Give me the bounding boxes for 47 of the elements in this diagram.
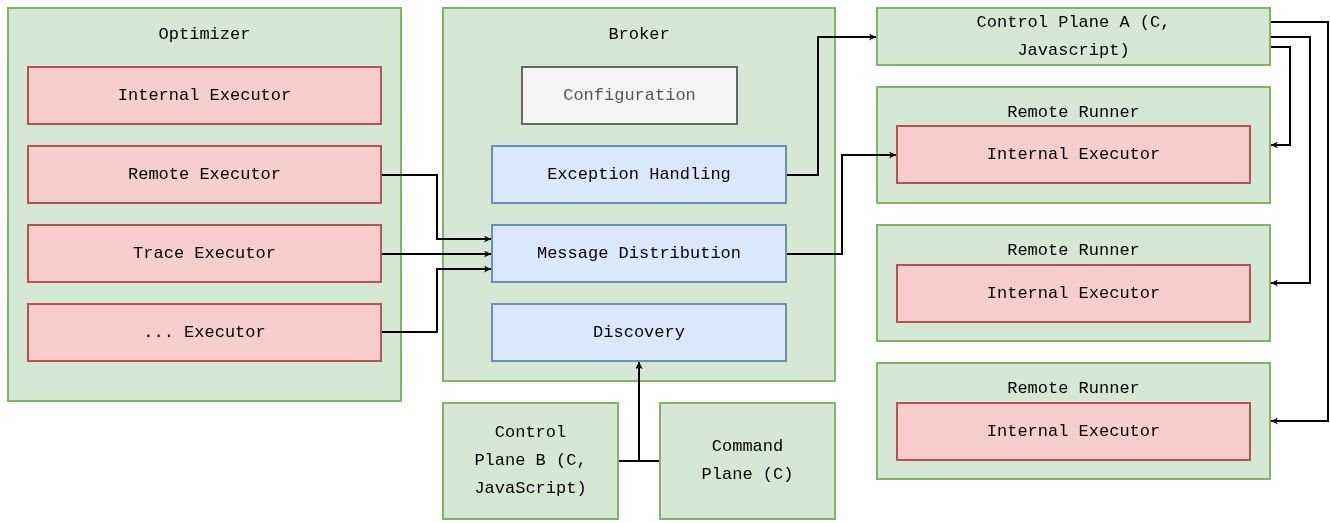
arrow xyxy=(635,361,660,462)
box-label: Message Distribution xyxy=(536,242,741,265)
process-box xyxy=(659,402,836,520)
container-box xyxy=(442,7,836,382)
arrow xyxy=(381,174,492,243)
group-title: Remote Runner xyxy=(1007,240,1140,262)
executor-box xyxy=(896,402,1251,461)
box-label: ... Executor xyxy=(143,321,266,344)
box-label: Internal Executor xyxy=(986,143,1161,166)
arrow xyxy=(786,151,897,255)
box-label: Discovery xyxy=(593,321,685,344)
module-box xyxy=(491,145,787,204)
group-title: Remote Runner xyxy=(1007,378,1140,400)
box-label: Exception Handling xyxy=(547,163,731,186)
box-label: Command Plane (C) xyxy=(700,436,795,486)
arrow xyxy=(1270,21,1329,425)
executor-box xyxy=(27,66,382,125)
container-box xyxy=(876,224,1271,342)
executor-box xyxy=(27,224,382,283)
arrow xyxy=(381,250,492,258)
container-box xyxy=(876,362,1271,480)
group-title: Optimizer xyxy=(158,24,251,46)
container-box xyxy=(7,7,402,402)
group-title: Remote Runner xyxy=(1007,102,1140,124)
box-label: Configuration xyxy=(563,84,696,107)
module-box xyxy=(491,303,787,362)
arrow xyxy=(381,265,492,333)
executor-box xyxy=(27,145,382,204)
config-box xyxy=(521,66,738,125)
box-label: Trace Executor xyxy=(133,242,276,265)
arrow xyxy=(1270,36,1311,287)
process-box xyxy=(442,402,619,520)
container-box xyxy=(876,86,1271,204)
box-label: Internal Executor xyxy=(986,420,1161,443)
executor-box xyxy=(896,264,1251,323)
executor-box xyxy=(27,303,382,362)
module-box xyxy=(491,224,787,283)
box-label: Internal Executor xyxy=(117,84,292,107)
process-box xyxy=(876,7,1271,66)
arrow xyxy=(786,33,877,176)
box-label: Remote Executor xyxy=(128,163,281,186)
arrow xyxy=(1270,46,1291,149)
executor-box xyxy=(896,125,1251,184)
group-title: Broker xyxy=(608,24,670,46)
box-label: Internal Executor xyxy=(986,282,1161,305)
box-label: Control Plane B (C, JavaScript) xyxy=(473,422,588,500)
box-label: Control Plane A (C, Javascript) xyxy=(975,11,1172,62)
